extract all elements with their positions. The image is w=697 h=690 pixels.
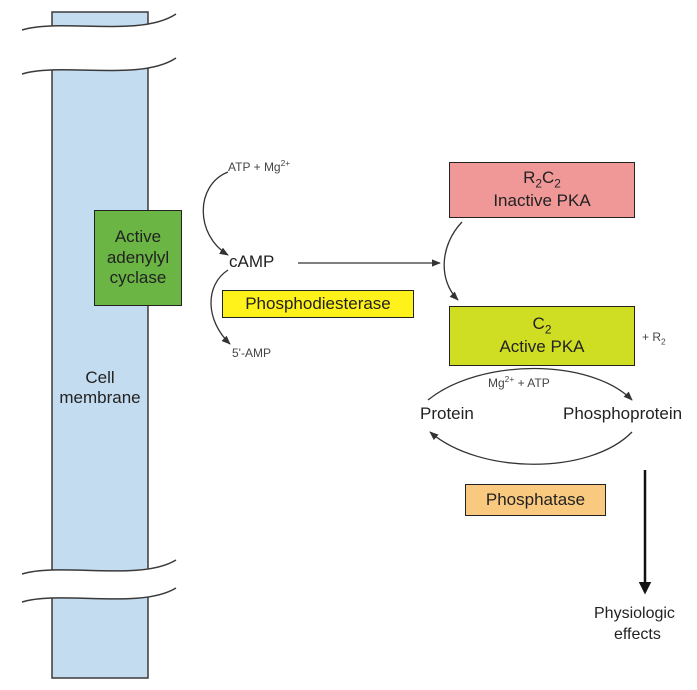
phosphorylation-arrow xyxy=(427,367,633,401)
inactive-pka-name: Inactive PKA xyxy=(493,191,591,211)
atp-mg-label: ATP + Mg2+ xyxy=(228,158,290,174)
inactive-pka-box: R2C2 Inactive PKA xyxy=(449,162,635,218)
phosphatase-label: Phosphatase xyxy=(485,489,586,509)
effects-line2: effects xyxy=(614,625,661,643)
membrane-label: Cell membrane xyxy=(56,368,144,409)
r-letter: R xyxy=(523,168,536,188)
inactive-to-active-arrow xyxy=(443,221,463,301)
atp-to-camp-arrow xyxy=(202,171,229,256)
membrane-column xyxy=(51,11,149,679)
cofactor-plus: + xyxy=(517,376,525,390)
effects-label: Physiologic effects xyxy=(594,604,697,646)
plus-r-plus: + xyxy=(642,330,650,344)
c2-formula: C2 xyxy=(533,314,552,337)
active-pka-name: Active PKA xyxy=(499,337,585,357)
cofactor-mg: Mg xyxy=(488,376,505,390)
membrane-label-line2: membrane xyxy=(59,388,141,408)
c2-sub: 2 xyxy=(544,322,552,337)
dephosphorylation-arrow xyxy=(429,431,633,465)
phosphatase-box: Phosphatase xyxy=(465,484,606,516)
adenylyl-line1: Active xyxy=(114,227,162,247)
5amp-label: 5'-AMP xyxy=(232,346,271,360)
adenylyl-cyclase-box: Active adenylyl cyclase xyxy=(94,210,182,306)
mg-sup: 2+ xyxy=(280,158,291,168)
membrane-break-top xyxy=(21,13,177,75)
cofactor-label: Mg2+ + ATP xyxy=(488,374,550,390)
r-sub: 2 xyxy=(535,176,542,191)
plus-text: + xyxy=(253,160,261,174)
r2c2-formula: R2C2 xyxy=(523,168,561,191)
atp-text: ATP xyxy=(228,160,251,174)
phosphodiesterase-label: Phosphodiesterase xyxy=(245,293,391,313)
c2-letter: C xyxy=(532,314,545,334)
cofactor-mg-sup: 2+ xyxy=(504,374,515,384)
effects-line1: Physiologic xyxy=(594,605,675,622)
plus-r-sub: 2 xyxy=(661,336,666,347)
protein-label: Protein xyxy=(420,404,474,423)
adenylyl-line2: adenylyl xyxy=(106,247,170,267)
c-sub: 2 xyxy=(554,176,561,191)
active-pka-box: C2 Active PKA xyxy=(449,306,635,366)
camp-to-5amp-arrow xyxy=(210,269,231,345)
c-letter: C xyxy=(542,168,555,188)
plus-r-letter: R xyxy=(652,330,662,344)
camp-label: cAMP xyxy=(229,252,275,271)
cofactor-atp: ATP xyxy=(527,376,550,390)
adenylyl-line3: cyclase xyxy=(109,268,167,288)
mg-text: Mg xyxy=(263,160,281,174)
plus-r2-label: + R2 xyxy=(642,330,666,346)
phosphodiesterase-box: Phosphodiesterase xyxy=(222,290,414,318)
phosphoprotein-label: Phosphoprotein xyxy=(563,404,683,423)
membrane-label-line1: Cell xyxy=(85,368,115,387)
membrane-break-bottom xyxy=(21,559,177,603)
